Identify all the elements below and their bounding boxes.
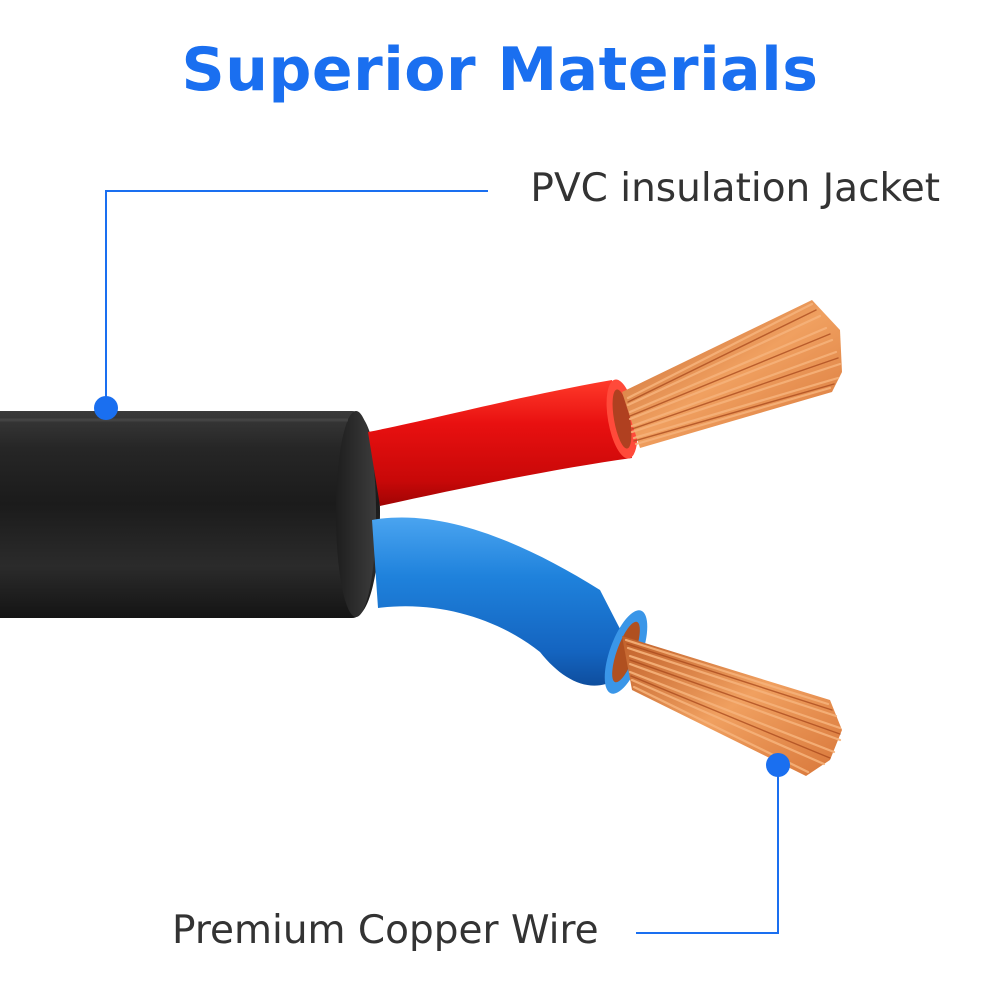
upper-copper-strands — [622, 300, 842, 448]
pvc-jacket-label: PVC insulation Jacket — [530, 166, 940, 211]
blue-core — [372, 517, 648, 694]
copper-wire-label: Premium Copper Wire — [172, 908, 599, 953]
jacket-leader-line — [94, 190, 488, 420]
page-title: Superior Materials — [181, 35, 819, 105]
copper-leader-line — [636, 753, 790, 934]
lower-copper-strands — [622, 636, 842, 776]
red-core — [368, 379, 638, 506]
copper-callout-dot — [766, 753, 790, 777]
pvc-jacket — [0, 411, 380, 618]
jacket-callout-dot — [94, 396, 118, 420]
